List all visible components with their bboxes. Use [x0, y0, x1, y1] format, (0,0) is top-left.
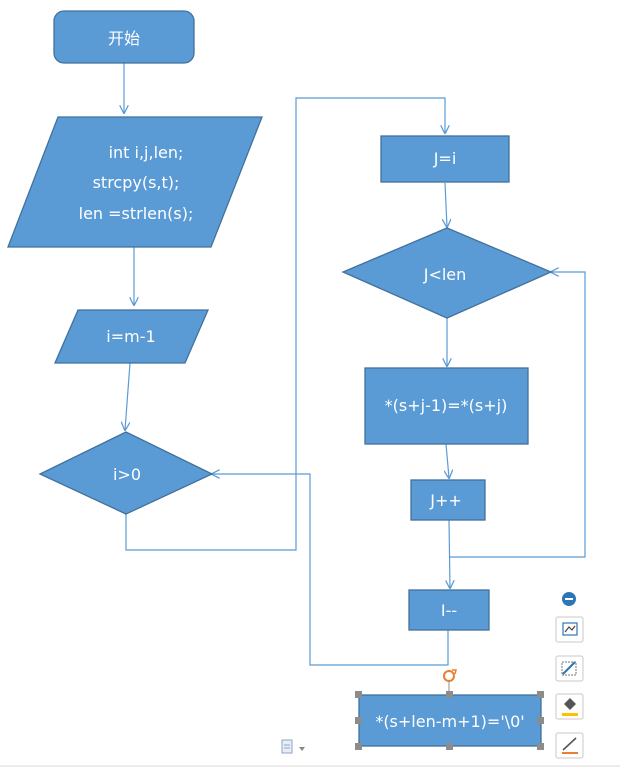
inc-j-node[interactable]: J++ [410, 479, 486, 521]
handle-top-right[interactable] [537, 691, 544, 698]
declare-line-1: int i,j,len; [109, 143, 184, 162]
handle-bottom-left[interactable] [355, 743, 362, 750]
init-j-label: J=i [433, 149, 457, 168]
shape-style-icon[interactable] [555, 655, 584, 682]
shift-node[interactable]: *(s+j-1)=*(s+j) [364, 367, 529, 445]
handle-top-left[interactable] [355, 691, 362, 698]
connector-init-j-to-cond-j [445, 182, 447, 227]
connector-inc-j-to-dec-i [449, 519, 450, 588]
handle-top[interactable] [446, 691, 453, 698]
declare-line-3: len =strlen(s); [79, 204, 194, 223]
declare-line-2: strcpy(s,t); [93, 173, 180, 192]
layout-options-icon[interactable] [555, 616, 584, 643]
cond-i-node[interactable]: i>0 [38, 431, 214, 515]
paste-options-icon[interactable] [281, 739, 305, 754]
fill-bucket-icon[interactable] [555, 693, 584, 720]
outline-pen-icon[interactable] [555, 732, 584, 759]
cond-j-label: J<len [423, 265, 467, 284]
dec-i-label: I-- [441, 601, 457, 620]
connector-loop-back-cond-j [449, 272, 586, 558]
terminate-node[interactable]: *(s+len-m+1)='\0' [358, 694, 542, 747]
handle-left[interactable] [355, 717, 362, 724]
collapse-icon[interactable] [562, 592, 576, 606]
connectors [124, 63, 586, 666]
cond-i-label: i>0 [113, 465, 141, 484]
handle-right[interactable] [537, 717, 544, 724]
dec-i-node[interactable]: I-- [408, 589, 490, 631]
declare-node[interactable]: int i,j,len; strcpy(s,t); len =strlen(s)… [7, 116, 263, 248]
handle-bottom-right[interactable] [537, 743, 544, 750]
connector-cond-i-false-to-j-loop [125, 97, 445, 551]
terminate-label: *(s+len-m+1)='\0' [375, 712, 524, 731]
inc-j-label: J++ [429, 491, 462, 510]
connector-init-i-to-cond-i [125, 362, 131, 430]
connector-shift-to-inc-j [446, 443, 449, 478]
handle-bottom[interactable] [446, 743, 453, 750]
selection-handles[interactable] [355, 681, 544, 750]
init-i-node[interactable]: i=m-1 [54, 309, 209, 364]
start-node[interactable]: 开始 [53, 10, 195, 64]
rotate-handle-icon[interactable] [443, 669, 457, 682]
shift-label: *(s+j-1)=*(s+j) [385, 396, 508, 415]
init-i-label: i=m-1 [106, 327, 155, 346]
start-label: 开始 [108, 29, 140, 48]
cond-j-node[interactable]: J<len [341, 227, 553, 319]
connector-dec-i-loop-back-cond-i [212, 474, 449, 666]
init-j-node[interactable]: J=i [380, 135, 510, 183]
